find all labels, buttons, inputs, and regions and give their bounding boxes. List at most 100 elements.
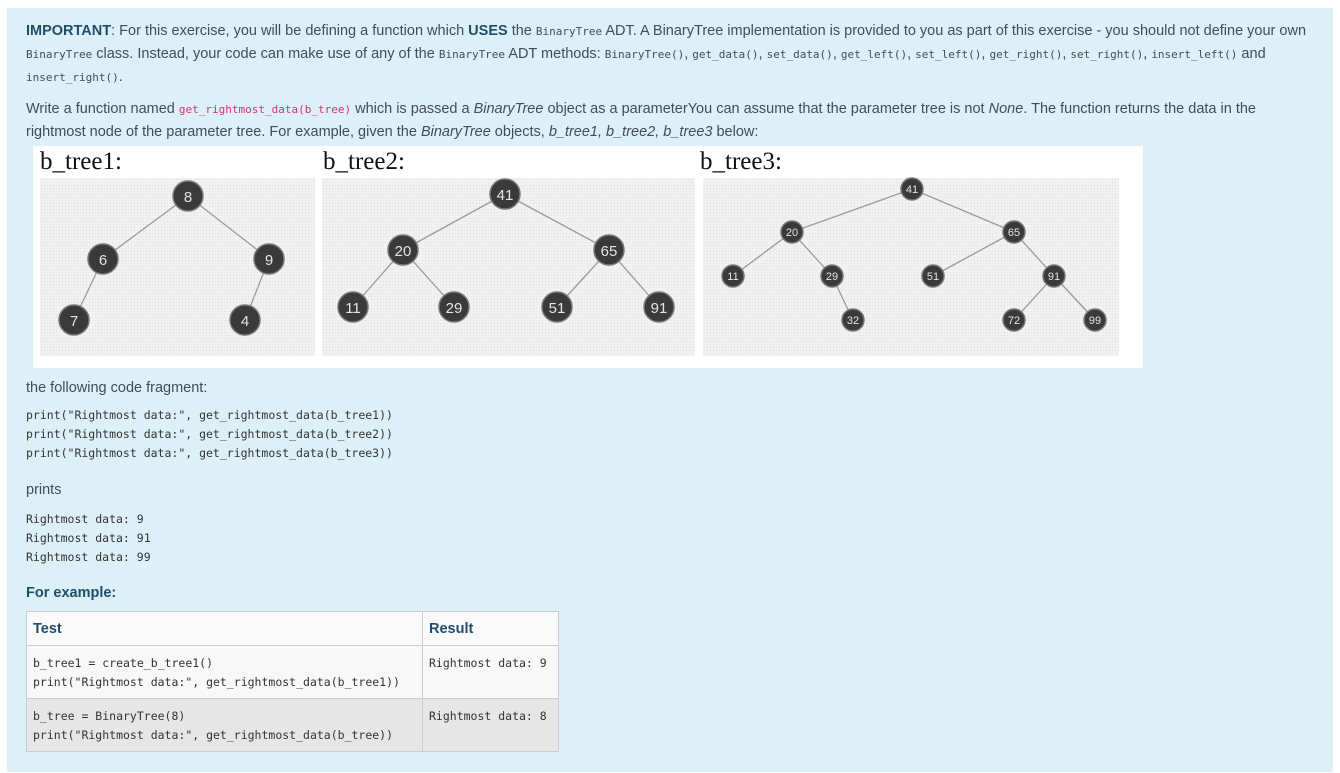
tree-node: 4	[229, 304, 261, 336]
task-text: which is passed a	[351, 101, 474, 117]
tree1-nodes: 8 6 9 7 4	[58, 180, 285, 336]
tree1-title: b_tree1:	[40, 148, 122, 175]
svg-text:9: 9	[265, 252, 273, 269]
tree-node: 9	[253, 243, 285, 275]
binarytree-italic: BinaryTree	[473, 101, 544, 117]
svg-text:4: 4	[241, 313, 249, 330]
prints-label: prints	[26, 482, 62, 498]
tree2-background	[322, 178, 695, 356]
tree-node: 7	[58, 304, 90, 336]
question-panel: IMPORTANT: For this exercise, you will b…	[7, 8, 1333, 772]
output-block: Rightmost data: 9 Rightmost data: 91 Rig…	[26, 512, 151, 564]
svg-text:11: 11	[345, 300, 361, 317]
code-binarytree: BinaryTree	[535, 25, 603, 38]
svg-text:29: 29	[446, 300, 463, 317]
method-code: set_right()	[1070, 48, 1144, 61]
method-code: get_left()	[840, 48, 908, 61]
table-row: b_tree1 = create_b_tree1() print("Rightm…	[26, 645, 559, 699]
method-code: get_data()	[692, 48, 759, 61]
tree-node: 65	[593, 234, 625, 266]
svg-text:41: 41	[906, 184, 918, 196]
tree3-title: b_tree3:	[700, 148, 782, 175]
task-text: below:	[712, 124, 759, 140]
tree-node: 20	[387, 234, 419, 266]
task-text: objects,	[490, 124, 549, 140]
svg-text:20: 20	[395, 243, 412, 260]
tree-node: 91	[1042, 264, 1066, 288]
task-text: Write a function named	[26, 101, 179, 117]
result-cell: Rightmost data: 9	[422, 645, 559, 699]
intro-text: the	[507, 23, 536, 39]
svg-text:91: 91	[1048, 271, 1060, 283]
result-cell: Rightmost data: 8	[422, 698, 559, 752]
intro-text: and	[1237, 46, 1266, 62]
svg-text:72: 72	[1008, 315, 1020, 327]
for-example-heading: For example:	[26, 585, 117, 601]
method-code: BinaryTree()	[604, 48, 685, 61]
svg-text:65: 65	[601, 243, 618, 260]
function-name: get_rightmost_data(b_tree)	[178, 103, 352, 116]
method-code: insert_right()	[26, 71, 119, 84]
code-fragment: print("Rightmost data:", get_rightmost_d…	[26, 408, 393, 460]
tree-node: 29	[438, 291, 470, 323]
tree-node: 11	[337, 291, 369, 323]
trees-figure: b_tree1: b_tree2: b_tree3:	[33, 146, 1143, 368]
binarytree-italic: BinaryTree	[420, 124, 491, 140]
tree-node: 11	[721, 264, 745, 288]
method-code: get_right()	[989, 48, 1063, 61]
task-text: . The function returns the data in the r…	[26, 101, 1256, 140]
intro-text: ADT. A BinaryTree implementation is prov…	[602, 23, 1307, 39]
test-cell: b_tree1 = create_b_tree1() print("Rightm…	[26, 645, 423, 699]
test-cell: b_tree = BinaryTree(8) print("Rightmost …	[26, 698, 423, 752]
intro-text: ADT methods:	[505, 46, 605, 62]
tree-node: 91	[643, 291, 675, 323]
tree-node: 41	[489, 178, 521, 210]
svg-text:29: 29	[826, 271, 838, 283]
method-code: set_data()	[766, 48, 833, 61]
svg-text:7: 7	[70, 313, 78, 330]
svg-text:32: 32	[847, 315, 859, 327]
svg-text:20: 20	[786, 227, 798, 239]
svg-text:6: 6	[99, 252, 107, 269]
table-row: b_tree = BinaryTree(8) print("Rightmost …	[26, 698, 559, 752]
tree-node: 32	[841, 308, 865, 332]
example-table: Test Result b_tree1 = create_b_tree1() p…	[26, 611, 559, 752]
svg-text:41: 41	[497, 187, 514, 204]
intro-text: .	[118, 69, 123, 85]
tree2-nodes: 41 20 65 11 29 51 91	[337, 178, 675, 323]
task-text: object as a parameterYou can assume that…	[543, 101, 989, 117]
tree-node: 8	[172, 180, 204, 212]
trees-svg: 8 6 9 7 4 41 20 65 11 29 51 91 41 20 65 …	[58, 177, 1107, 336]
tree-node: 51	[541, 291, 573, 323]
tree-node: 29	[820, 264, 844, 288]
intro-text: : For this exercise, you will be definin…	[111, 23, 469, 39]
none-italic: None	[988, 101, 1024, 117]
intro-paragraph: IMPORTANT: For this exercise, you will b…	[26, 23, 1307, 85]
tree-node: 51	[921, 264, 945, 288]
tree3-nodes: 41 20 65 11 29 51 91 32 72 99	[721, 177, 1107, 332]
intro-text: class. Instead, your code can make use o…	[92, 46, 439, 62]
test-header: Test	[26, 611, 423, 646]
tree-node: 72	[1002, 308, 1026, 332]
tree-names-italic: b_tree1, b_tree2, b_tree3	[548, 124, 713, 140]
uses-label: USES	[468, 23, 508, 39]
svg-text:65: 65	[1008, 227, 1020, 239]
tree-node: 6	[87, 243, 119, 275]
question-text: IMPORTANT: For this exercise, you will b…	[26, 20, 1316, 143]
tree-node: 65	[1002, 220, 1026, 244]
svg-text:99: 99	[1089, 315, 1101, 327]
code-binarytree: BinaryTree	[438, 48, 506, 61]
tree-node: 20	[780, 220, 804, 244]
following-label: the following code fragment:	[26, 380, 208, 396]
svg-text:8: 8	[184, 189, 192, 206]
svg-text:11: 11	[727, 271, 738, 283]
tree-node: 99	[1083, 308, 1107, 332]
important-label: IMPORTANT	[26, 23, 112, 39]
svg-text:91: 91	[651, 300, 668, 317]
task-paragraph: Write a function named get_rightmost_dat…	[26, 98, 1316, 143]
tree2-title: b_tree2:	[323, 148, 405, 175]
result-header: Result	[422, 611, 559, 646]
tree-node: 41	[900, 177, 924, 201]
method-code: set_left()	[915, 48, 982, 61]
method-code: insert_left()	[1151, 48, 1238, 61]
